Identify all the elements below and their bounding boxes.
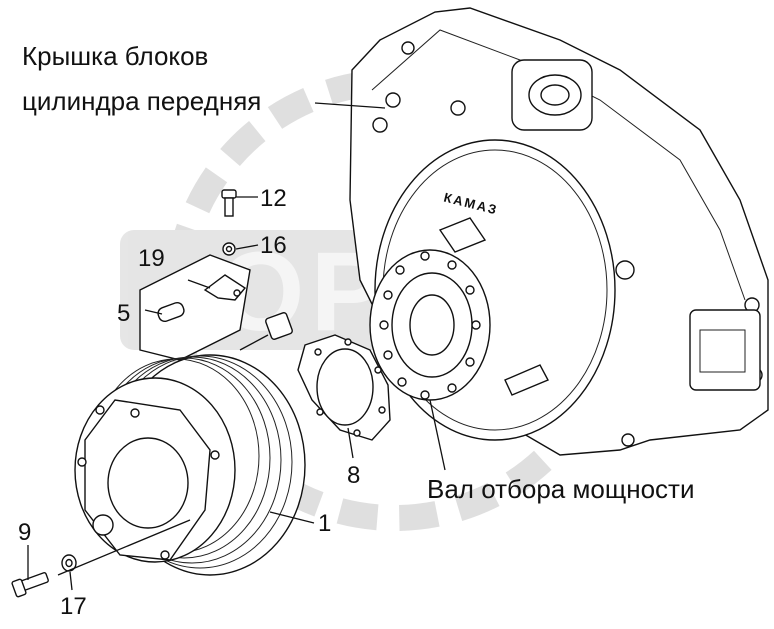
callout-5: 5 <box>117 300 130 327</box>
clamp-detail <box>139 189 251 361</box>
callout-12: 12 <box>260 185 287 212</box>
labels: Крышка блоков цилиндра передняя Вал отбо… <box>18 41 694 620</box>
sensor-connector <box>239 312 293 351</box>
callout-1: 1 <box>318 510 331 537</box>
leader-lines <box>27 102 446 591</box>
title-line-2: цилиндра передняя <box>22 86 261 116</box>
pulley-assembly <box>74 354 306 576</box>
flange-bolts <box>379 251 481 400</box>
front-cylinder-block-cover: КАМАЗ <box>349 7 769 456</box>
callout-9: 9 <box>18 519 31 546</box>
gasket <box>297 334 391 441</box>
callout-17: 17 <box>60 593 87 620</box>
caption-label: Вал отбора мощности <box>427 474 694 504</box>
callout-16: 16 <box>260 232 287 259</box>
bolt-and-washer <box>11 554 77 598</box>
callout-19: 19 <box>138 245 165 272</box>
title-line-1: Крышка блоков <box>22 41 208 71</box>
callout-8: 8 <box>347 462 360 489</box>
